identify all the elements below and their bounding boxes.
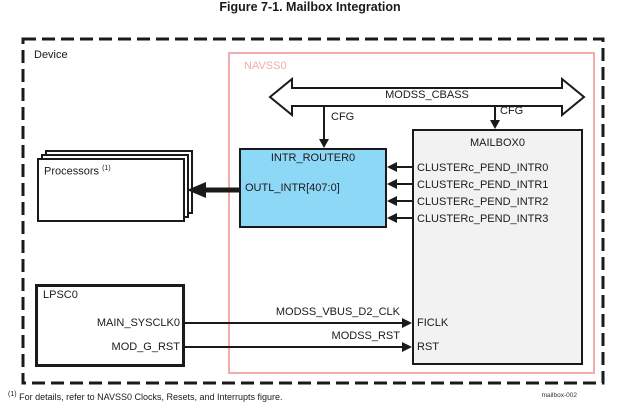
intr-router0-output-signal: OUTL_INTR[407:0] [245, 182, 340, 194]
mailbox0-ficlk-pin-label: FICLK [417, 317, 449, 329]
mailbox0-rst-pin-label: RST [417, 341, 439, 353]
device-label: Device [34, 49, 68, 61]
processors-label-text: Processors [44, 165, 100, 178]
footnote-ref: (1) [8, 391, 17, 398]
footnote: (1) For details, refer to NAVSS0 Clocks,… [8, 389, 283, 403]
figure-id-watermark: mailbox-002 [541, 392, 577, 399]
mailbox0-pend-intr3-label: CLUSTERc_PEND_INTR3 [417, 213, 549, 225]
processors-label: Processors (1) [44, 163, 111, 178]
intr-router0-title: INTR_ROUTER0 [270, 152, 356, 164]
cfg-label-router: CFG [331, 111, 355, 123]
modss-cbass-bus-label: MODSS_CBASS [385, 89, 469, 101]
cfg-label-mailbox: CFG [500, 105, 524, 117]
mailbox0-pend-intr1-label: CLUSTERc_PEND_INTR1 [417, 179, 549, 191]
modss-rst-label: MODSS_RST [331, 330, 400, 342]
navss0-label: NAVSS0 [244, 60, 287, 72]
lpsc0-main-sysclk0-label: MAIN_SYSCLK0 [96, 317, 180, 329]
figure-title: Figure 7-1. Mailbox Integration [219, 0, 401, 14]
mailbox0-pend-intr0-label: CLUSTERc_PEND_INTR0 [417, 162, 549, 174]
lpsc0-mod-g-rst-label: MOD_G_RST [111, 341, 180, 353]
footnote-text: For details, refer to NAVSS0 Clocks, Res… [19, 392, 283, 402]
lpsc0-title: LPSC0 [43, 289, 78, 301]
mailbox0-pend-intr2-label: CLUSTERc_PEND_INTR2 [417, 196, 549, 208]
mailbox0-title: MAILBOX0 [469, 137, 526, 149]
processors-footnote-ref: (1) [102, 165, 111, 172]
modss-vbus-d2-clk-label: MODSS_VBUS_D2_CLK [275, 306, 400, 318]
